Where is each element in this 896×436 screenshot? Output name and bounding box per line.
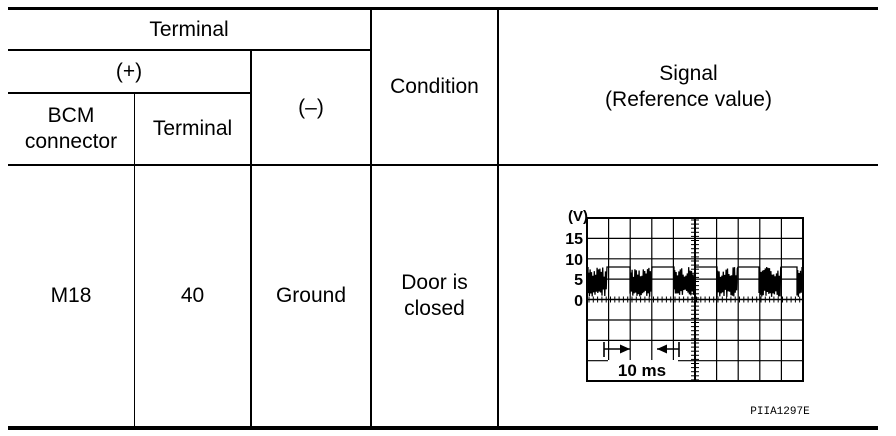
col-divider-condition-signal <box>497 8 499 428</box>
row-ground: Ground <box>275 284 347 307</box>
waveform-path <box>587 266 803 297</box>
header-bcm-connector: BCM connector <box>24 104 118 153</box>
figure-code: PIIA1297E <box>750 406 810 418</box>
col-divider-terminal-condition <box>370 8 372 428</box>
rule-under-plus <box>8 92 251 94</box>
row-connector: M18 <box>50 284 92 307</box>
y-tick-5: 5 <box>574 272 583 289</box>
y-tick-0: 0 <box>574 293 583 310</box>
scope-ticks <box>588 219 801 381</box>
time-scale-label: 10 ms <box>618 361 666 380</box>
y-tick-15: 15 <box>565 231 583 248</box>
header-minus: (–) <box>298 95 324 119</box>
rule-under-terminal <box>8 49 371 51</box>
row-terminal: 40 <box>180 284 205 307</box>
y-axis-unit: (V) <box>568 208 588 225</box>
header-terminal-number: Terminal <box>152 117 233 140</box>
header-condition: Condition <box>390 75 479 98</box>
col-divider-plus-minus <box>250 49 252 428</box>
header-bottom-border <box>8 164 878 166</box>
time-scale-marker <box>603 342 680 357</box>
table-bottom-border <box>8 426 878 430</box>
header-plus: (+) <box>115 59 143 83</box>
table-top-border <box>8 7 878 10</box>
oscilloscope-figure: (V) 15 10 5 0 10 ms PIIA1297E <box>540 205 830 420</box>
time-label-bg <box>608 360 678 380</box>
header-terminal: Terminal <box>149 17 229 41</box>
y-tick-10: 10 <box>565 252 583 269</box>
oscilloscope-svg: (V) 15 10 5 0 10 ms PIIA1297E <box>565 208 810 418</box>
col-divider-connector <box>134 92 135 428</box>
header-signal: Signal (Reference value) <box>605 62 772 111</box>
signal-waveform <box>587 266 803 297</box>
row-condition: Door is closed <box>401 271 468 320</box>
